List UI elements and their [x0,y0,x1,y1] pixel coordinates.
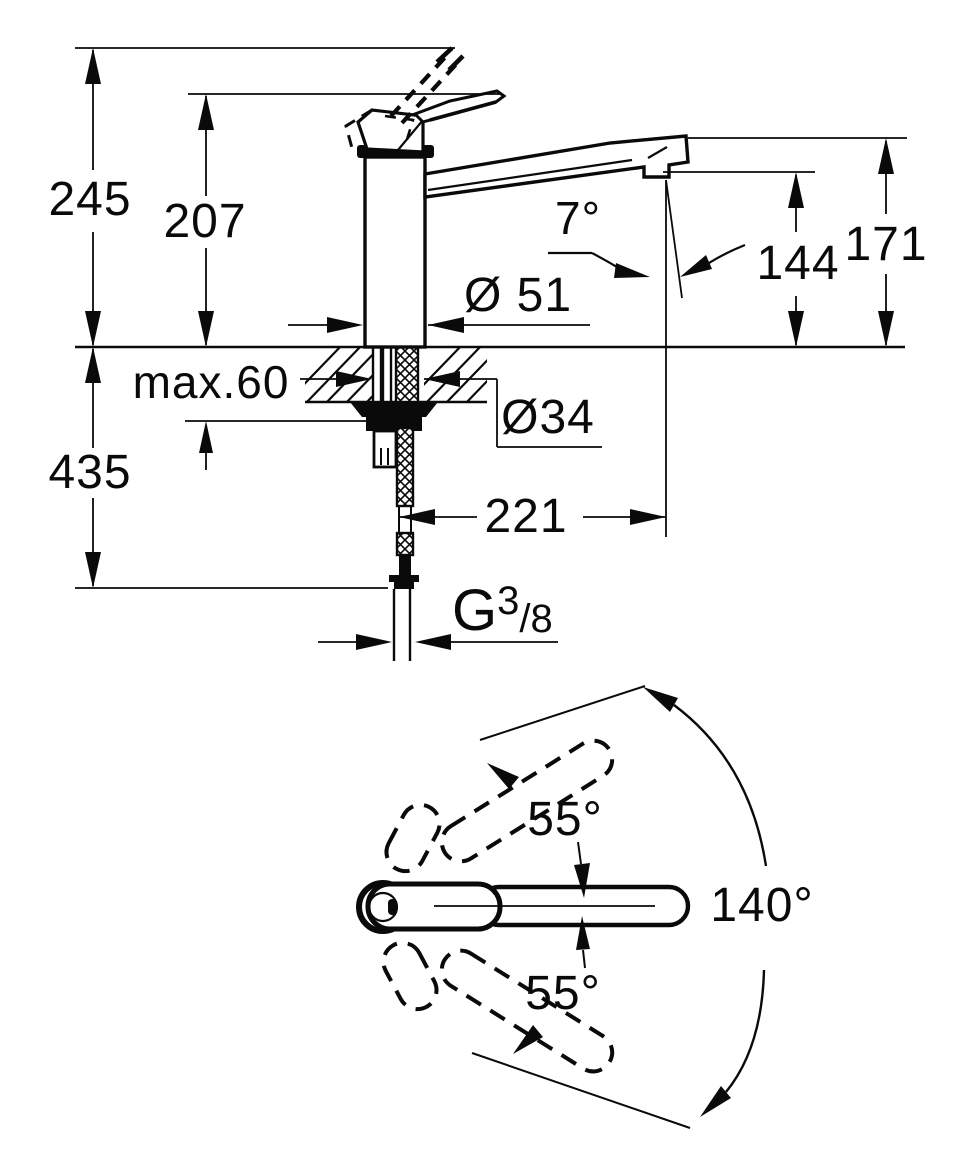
mounting-flange [350,402,438,417]
dimension-lines [85,48,894,650]
dim-shank-diameter: Ø34 [501,391,595,444]
dim-swivel-upper: 55° [527,793,603,846]
spout-arm [423,134,690,199]
top-view [356,685,768,1129]
faucet-body [344,46,690,537]
thread-numerator: 3 [497,579,520,623]
supply-fitting [372,429,398,469]
thread-denominator: /8 [519,597,553,641]
faucet-column [363,155,427,349]
thread-prefix: G [452,578,498,643]
dim-outlet-height: 144 [756,237,840,290]
lever-handle [412,89,507,124]
dim-below-deck-height: 435 [48,446,132,499]
dim-stream-angle: 7° [555,192,601,244]
hose-nut [389,575,419,589]
dim-overall-height: 245 [48,173,132,226]
swivel-140-arc [643,687,768,1117]
dim-spout-reach: 221 [484,490,568,543]
angle-leaders [548,243,746,278]
hatch-left [305,348,372,401]
stream-angle-line [665,179,683,299]
mounting-hardware [350,345,438,661]
faucet-plan [356,880,691,934]
dim-thread-size: G3/8 [452,579,553,641]
dim-spout-height: 207 [163,195,247,248]
dim-base-diameter: Ø 51 [463,269,573,322]
dim-swivel-total: 140° [710,879,814,932]
dim-max-deck-thickness: max.60 [132,356,290,408]
swivel-positions-dashed [381,738,615,1074]
counter-deck [75,345,905,404]
handle-mark [388,899,397,915]
raised-handle-dashed [389,46,465,125]
front-view [75,46,907,661]
swivel-boundary-lines [471,685,691,1129]
flex-hose [395,426,415,508]
swivel-55-arrows [487,763,590,1054]
dim-swivel-lower: 55° [525,967,601,1020]
extension-lines [75,47,907,589]
dim-spout-top-height: 171 [844,218,928,271]
